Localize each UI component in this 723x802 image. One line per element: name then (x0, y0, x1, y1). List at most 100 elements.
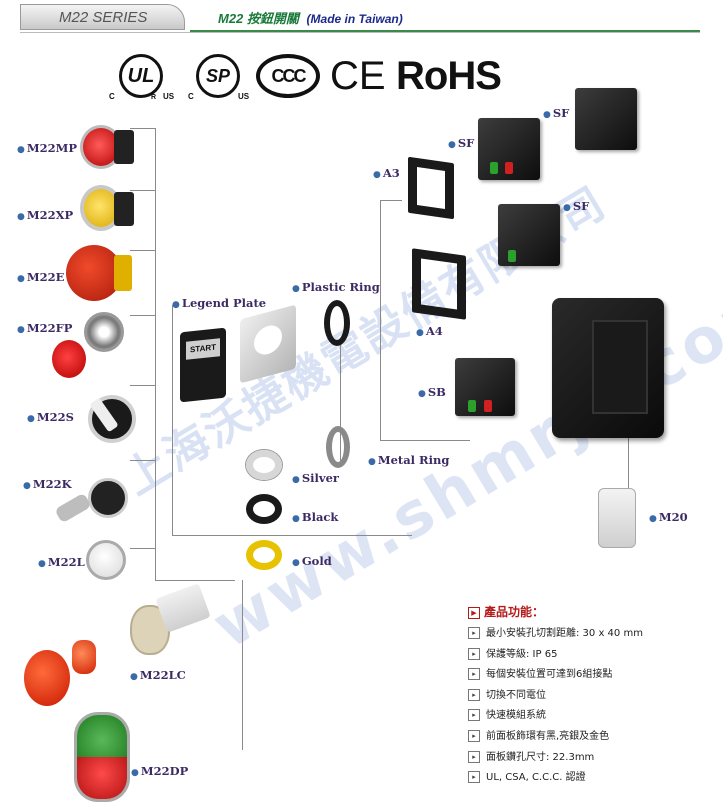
ccc-logo: CCC (256, 54, 322, 98)
ce-logo: CE (330, 54, 386, 98)
label-m22lc: ●M22LC (130, 668, 186, 682)
connector (155, 580, 235, 581)
connector (130, 128, 156, 129)
m22l-pilot-light-image (86, 540, 126, 580)
connector (242, 580, 243, 750)
ul-us: US (163, 92, 175, 101)
feature-item: ▸保護等級: IP 65 (468, 645, 643, 666)
plastic-ring-image (324, 300, 350, 346)
bullet-icon: ▸ (468, 709, 480, 722)
feature-item: ▸最小安裝孔切割距離: 30 x 40 mm (468, 624, 643, 645)
connector (130, 548, 156, 549)
label-m22k: ●M22K (23, 477, 72, 491)
ul-c: C (109, 92, 115, 101)
series-tab: M22 SERIES (20, 4, 185, 30)
label-m22mp: ●M22MP (17, 141, 77, 155)
label-m22fp: ●M22FP (17, 321, 73, 335)
enclosure-box-image (552, 298, 664, 438)
connector (130, 460, 156, 461)
gold-ring-image (246, 540, 282, 570)
m22k-key-switch-image (88, 478, 128, 518)
title-text: M22 按鈕開關 (218, 11, 299, 26)
label-m22dp: ●M22DP (131, 764, 189, 778)
ccc-text: CCC (271, 65, 307, 86)
connector (628, 438, 629, 488)
ul-r: R (151, 94, 157, 101)
ul-logo: UL C R US (109, 52, 174, 104)
bullet-icon: ▸ (468, 729, 480, 742)
a4-adapter-image (412, 248, 466, 320)
label-black: ●Black (292, 510, 339, 524)
connector (130, 250, 156, 251)
label-gold: ●Gold (292, 554, 332, 568)
red-terminal (484, 400, 492, 412)
features-title: ▶產品功能： (468, 603, 544, 620)
header-rule (190, 30, 700, 32)
connector (130, 315, 156, 316)
feature-item: ▸快速模組系統 (468, 706, 643, 727)
feature-item: ▸UL, CSA, C.C.C. 認證 (468, 768, 643, 789)
bullet-icon: ▸ (468, 688, 480, 701)
m22fp-cap-image (52, 340, 86, 378)
bullet-icon: ▸ (468, 627, 480, 639)
label-m22l: ●M22L (38, 555, 85, 569)
metal-ring-image (326, 426, 350, 468)
m22fp-button-image (84, 312, 124, 352)
rohs-logo: RoHS (396, 54, 502, 98)
black-ring-image (246, 494, 282, 524)
label-a4: ●A4 (416, 324, 443, 338)
label-sb: ●SB (418, 385, 446, 399)
red-terminal (505, 162, 513, 174)
feature-item: ▸前面板飾環有黑,亮銀及金色 (468, 727, 643, 748)
m22e-button-image (66, 245, 122, 301)
ul-text: UL (127, 64, 155, 87)
page-title: M22 按鈕開關 (Made in Taiwan) (218, 8, 403, 27)
feature-item: ▸切換不同電位 (468, 686, 643, 707)
silver-ring-image (246, 450, 282, 480)
label-m22xp: ●M22XP (17, 208, 74, 222)
connector (130, 385, 156, 386)
label-legend-plate: ●Legend Plate (172, 296, 267, 310)
made-in-text: (Made in Taiwan) (306, 12, 403, 26)
a3-adapter-image (408, 156, 454, 220)
csa-text: SP (205, 65, 230, 86)
label-m20: ●M20 (649, 510, 688, 524)
label-m22s: ●M22S (27, 410, 74, 424)
connector (172, 305, 173, 535)
bullet-icon: ▶ (468, 606, 480, 619)
legend-plate-image: START (180, 327, 226, 403)
sf-contact-block-image (575, 88, 637, 150)
label-metal-ring: ●Metal Ring (368, 453, 450, 467)
label-sf-lower: ●SF (563, 199, 590, 213)
green-terminal (468, 400, 476, 412)
m22lc-lens-image (24, 650, 70, 706)
m22mp-body (114, 130, 134, 164)
connector (380, 440, 470, 441)
m22k-key (54, 492, 92, 524)
connector (340, 345, 341, 465)
bullet-icon: ▸ (468, 647, 480, 660)
bullet-icon: ▸ (468, 750, 480, 763)
green-terminal (490, 162, 498, 174)
m22dp-double-button-image (74, 712, 130, 802)
m22e-body (114, 255, 132, 291)
csa-c: C (188, 92, 194, 101)
connector (172, 535, 412, 536)
csa-us: US (238, 92, 250, 101)
label-a3: ●A3 (373, 166, 400, 180)
label-sf-middle: ●SF (448, 136, 475, 150)
label-m22e: ●M22E (17, 270, 65, 284)
bullet-icon: ▸ (468, 668, 480, 681)
connector (155, 128, 156, 580)
connector (380, 200, 402, 201)
bullet-icon: ▸ (468, 771, 480, 784)
feature-item: ▸面板鑽孔尺寸: 22.3mm (468, 748, 643, 769)
label-silver: ●Silver (292, 471, 339, 485)
csa-logo: SP C US (188, 52, 249, 104)
m22lc-bulb-image (72, 640, 96, 674)
label-plastic-ring: ●Plastic Ring (292, 280, 380, 294)
header-rule-grey (20, 32, 700, 33)
m22xp-body (114, 192, 134, 226)
features-list: ▸最小安裝孔切割距離: 30 x 40 mm ▸保護等級: IP 65 ▸每個安… (468, 624, 643, 789)
green-terminal (508, 250, 516, 262)
